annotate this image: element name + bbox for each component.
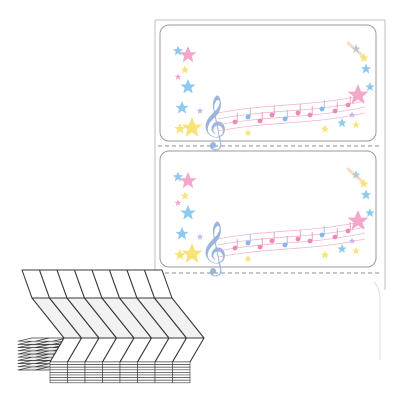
stack-edge (172, 379, 191, 384)
stack-edge (154, 379, 173, 384)
stack-edge (102, 361, 121, 365)
stack-edge (172, 377, 191, 381)
stack-edge (137, 366, 156, 371)
stack-edge (67, 379, 86, 384)
stack-edge (172, 364, 191, 368)
stack-edge (172, 361, 191, 365)
stack-edge (84, 374, 103, 378)
stack-edge (119, 366, 138, 371)
stack-edge (84, 379, 103, 384)
stack-edge (84, 366, 103, 371)
stack-edge (102, 374, 121, 378)
fanfold-stack-illustration (17, 269, 205, 384)
stack-edge (154, 364, 173, 368)
stack-edge (84, 377, 103, 381)
stack-edge (137, 374, 156, 378)
stack-edge (137, 361, 156, 365)
stack-edge (137, 377, 156, 381)
stack-edge (137, 379, 156, 384)
stack-edge (67, 377, 86, 381)
stack-edge (119, 377, 138, 381)
stack-edge (84, 372, 103, 376)
stack-edge (84, 364, 103, 368)
stack-edge (172, 366, 191, 371)
stack-edge (119, 374, 138, 378)
stack-edge (154, 374, 173, 378)
stack-edge (49, 364, 68, 368)
stack-edge (67, 374, 86, 378)
stack-edge (119, 379, 138, 384)
stack-edge (102, 377, 121, 381)
stack-edge (137, 369, 156, 373)
stack-edge (49, 377, 68, 381)
stack-edge (67, 369, 86, 373)
stack-edge (102, 379, 121, 384)
stack-edge (67, 361, 86, 365)
stack-edge (154, 377, 173, 381)
stack-edge (154, 369, 173, 373)
stack-edge (84, 369, 103, 373)
stack-edge (137, 364, 156, 368)
stack-edge (49, 361, 68, 365)
stack-edge (49, 374, 68, 378)
stack-edge (67, 366, 86, 371)
stack-edge (102, 372, 121, 376)
stack-edge (102, 364, 121, 368)
stack-edge (137, 372, 156, 376)
stack-edge (67, 372, 86, 376)
stack-edge (49, 369, 68, 373)
stack-edge (102, 369, 121, 373)
stack-edge (172, 369, 191, 373)
stack-edge (49, 372, 68, 376)
stack-edge (154, 372, 173, 376)
stack-edge (119, 369, 138, 373)
stack-edge (84, 361, 103, 365)
stack-edge (154, 366, 173, 371)
stack-edge (49, 379, 68, 384)
label-1 (159, 24, 377, 150)
stack-edge (49, 366, 68, 371)
stack-edge (172, 374, 191, 378)
stack-edge (119, 372, 138, 376)
stack-edge (172, 372, 191, 376)
stack-edge (102, 366, 121, 371)
label-2 (159, 150, 377, 276)
stack-edge (154, 361, 173, 365)
stack-edge (119, 361, 138, 365)
stack-edge (119, 364, 138, 368)
stack-edge (67, 364, 86, 368)
